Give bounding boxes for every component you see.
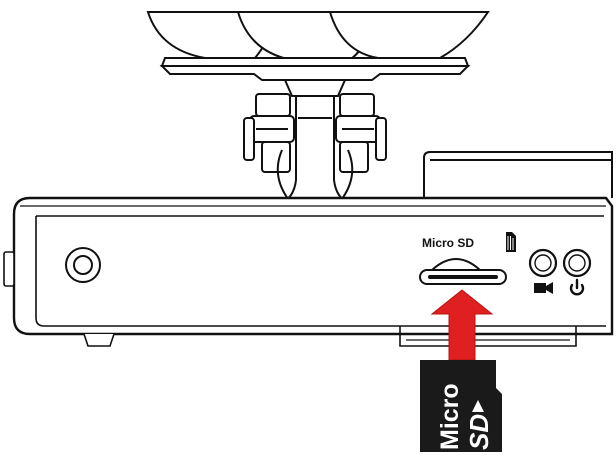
micro-sd-card: Micro SD: [420, 360, 502, 452]
sd-card-icon: [506, 232, 516, 252]
video-camera-icon: [534, 282, 553, 294]
card-text-sd: SD: [464, 414, 494, 450]
camera-lens-icon: [65, 247, 101, 283]
power-icon: [569, 278, 585, 296]
suction-cup-mount: [146, 11, 490, 97]
power-button[interactable]: [562, 248, 592, 296]
micro-sd-slot: Micro SD: [419, 232, 516, 285]
record-button[interactable]: [528, 248, 558, 294]
rear-housing: [423, 151, 613, 198]
slot-label: Micro SD: [422, 236, 474, 250]
mount-hinge: [243, 93, 387, 205]
card-text-micro: Micro: [436, 383, 464, 450]
